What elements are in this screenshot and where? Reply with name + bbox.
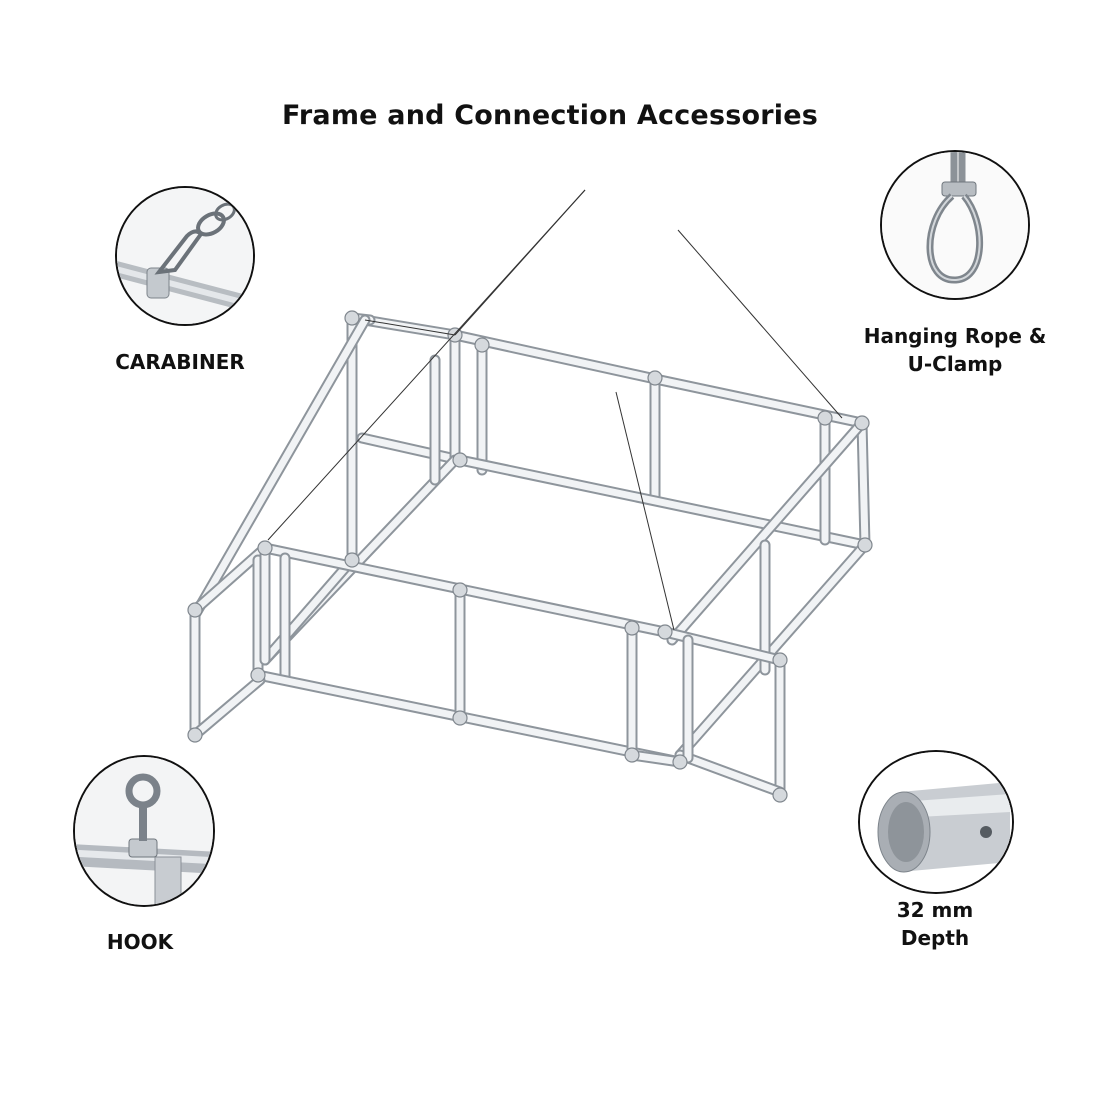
frame-joints (187, 310, 873, 803)
frame-tube-highlight (254, 671, 684, 766)
frame-joint (187, 727, 203, 743)
rope-callout (880, 150, 1030, 300)
frame-joint (624, 747, 640, 763)
rope-label: Hanging Rope & U-Clamp (840, 322, 1070, 378)
frame-joint (772, 652, 788, 668)
depth-label-line1: 32 mm (896, 898, 974, 922)
frame-tube-highlight (628, 751, 684, 766)
frame-joint (657, 624, 673, 640)
carabiner-label: CARABINER (115, 350, 245, 374)
frame-tube-highlight (191, 316, 369, 619)
frame-joint (257, 540, 273, 556)
frame-tube-highlight (676, 541, 869, 759)
frame-joint (452, 710, 468, 726)
carabiner-icon (117, 188, 253, 324)
depth-label-line2: Depth (900, 926, 970, 950)
hook-callout (73, 755, 215, 907)
frame-tube-highlight (358, 434, 464, 464)
frame-joint (854, 415, 870, 431)
frame-joint (452, 452, 468, 468)
tube-end-icon (860, 752, 1012, 892)
frame-tubes (189, 312, 871, 801)
page-title: Frame and Connection Accessories (282, 100, 818, 131)
frame-joint (344, 552, 360, 568)
frame-tube-highlight (456, 456, 869, 549)
frame-joint (452, 582, 468, 598)
frame-tube-highlight (191, 676, 264, 739)
frame-tube-highlight (668, 419, 866, 644)
frame-joint (772, 787, 788, 803)
depth-label: 32 mm Depth (860, 896, 1010, 952)
depth-callout (858, 750, 1014, 894)
frame-joint (187, 602, 203, 618)
frame-joint (474, 337, 490, 353)
rope-label-line2: U-Clamp (907, 352, 1003, 376)
frame-joint (647, 370, 663, 386)
frame-tube-highlight (261, 556, 356, 664)
frame-tube-highlight (858, 419, 869, 549)
rope-label-line1: Hanging Rope & (863, 324, 1047, 348)
frame-joint (250, 667, 266, 683)
frame-joint (817, 410, 833, 426)
wire-rope-loop-icon (882, 152, 1028, 298)
frame-tube-highlight (676, 751, 784, 796)
frame-joint (672, 754, 688, 770)
eye-hook-icon (75, 757, 213, 905)
frame-joint (624, 620, 640, 636)
frame-joint (857, 537, 873, 553)
frame-joint (344, 310, 360, 326)
hook-label: HOOK (106, 930, 174, 954)
hanging-wires (267, 189, 843, 631)
carabiner-callout (115, 186, 255, 326)
